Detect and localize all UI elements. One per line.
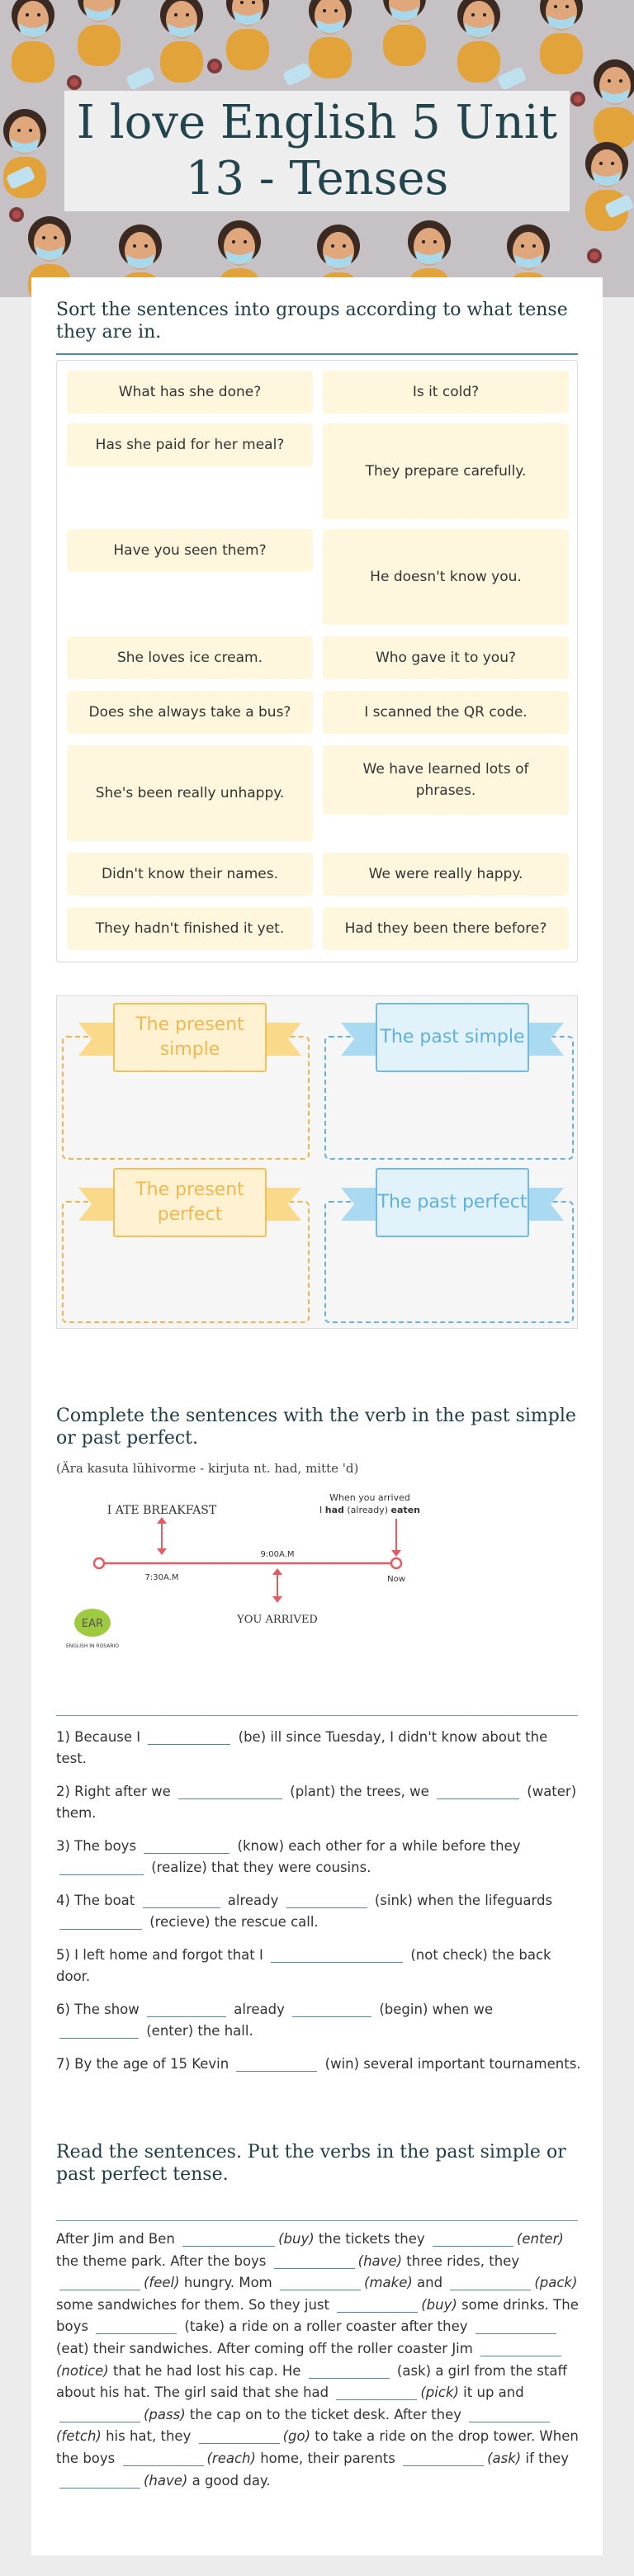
section3-divider <box>56 2220 578 2221</box>
header-banner: I love English 5 Unit 13 - Tenses <box>0 0 634 297</box>
answer-blank[interactable] <box>59 2276 140 2291</box>
timeline-start-point <box>92 1557 106 1570</box>
timeline-now-point <box>390 1557 403 1570</box>
answer-blank[interactable] <box>178 1784 283 1799</box>
answer-blank[interactable] <box>59 1860 144 1875</box>
answer-blank[interactable] <box>59 2474 140 2489</box>
sort-card[interactable]: She loves ice cream. <box>67 636 313 679</box>
answer-blank[interactable] <box>271 1948 404 1963</box>
sort-card[interactable]: Had they been there before? <box>323 907 569 950</box>
sentence-6: 6) The show already (begin) when we (ent… <box>56 2002 494 2039</box>
tense-groups: The present simple The past simple The p… <box>56 995 578 1329</box>
title-box: I love English 5 Unit 13 - Tenses <box>64 91 570 211</box>
past-simple-label: The past simple <box>376 1003 529 1072</box>
answer-blank[interactable] <box>144 1839 230 1854</box>
ribbon-icon <box>341 1188 564 1221</box>
when-you-arrived-label: When you arrived <box>329 1492 410 1503</box>
sort-card[interactable]: Is it cold? <box>323 371 569 414</box>
answer-blank[interactable] <box>182 2232 276 2247</box>
sort-card[interactable]: He doesn't know you. <box>323 529 569 625</box>
time-730-label: 7:30A.M <box>145 1573 179 1582</box>
answer-blank[interactable] <box>59 2408 140 2422</box>
arrow-down-icon <box>272 1596 282 1603</box>
sort-cards-area: What has she done? Is it cold? Has she p… <box>56 360 578 962</box>
sort-card[interactable]: They prepare carefully. <box>323 423 569 519</box>
ate-breakfast-label: I ATE BREAKFAST <box>107 1504 217 1517</box>
answer-blank[interactable] <box>273 2254 355 2269</box>
sentence-5: 5) I left home and forgot that I (not ch… <box>56 1947 551 1984</box>
sort-card[interactable]: Didn't know their names. <box>67 853 313 896</box>
answer-blank[interactable] <box>292 2002 372 2017</box>
answer-blank[interactable] <box>59 1915 142 1930</box>
now-label: Now <box>387 1575 405 1584</box>
ribbon-icon <box>78 1023 301 1056</box>
answer-blank[interactable] <box>432 2232 513 2247</box>
sentence-2: 2) Right after we (plant) the trees, we … <box>56 1784 577 1821</box>
logo-icon <box>74 1609 111 1637</box>
answer-blank[interactable] <box>308 2364 390 2379</box>
section1-instruction: Sort the sentences into groups according… <box>56 300 568 343</box>
arrow-down-icon <box>391 1550 401 1557</box>
answer-blank[interactable] <box>198 2429 280 2445</box>
answer-blank[interactable] <box>286 1893 367 1908</box>
sort-card[interactable]: They hadn't finished it yet. <box>67 907 313 950</box>
sentence-4: 4) The boat already (sink) when the life… <box>56 1893 553 1930</box>
sort-card[interactable]: Does she always take a bus? <box>67 691 313 734</box>
section2-divider <box>56 1715 578 1716</box>
answer-blank[interactable] <box>480 2342 562 2356</box>
sort-card[interactable]: What has she done? <box>67 371 313 414</box>
time-900-label: 9:00A.M <box>261 1550 295 1559</box>
answer-blank[interactable] <box>336 2385 418 2401</box>
sort-card[interactable]: Have you seen them? <box>67 529 313 572</box>
answer-blank[interactable] <box>147 2002 227 2017</box>
had-eaten-label: I had (already) eaten <box>319 1505 420 1515</box>
arrow-up-icon <box>157 1517 167 1524</box>
sort-card[interactable]: I scanned the QR code. <box>323 691 569 734</box>
answer-blank[interactable] <box>59 2024 139 2039</box>
answer-blank[interactable] <box>475 2319 556 2335</box>
section3-paragraph: After Jim and Ben (buy) the tickets they… <box>56 2231 579 2489</box>
arrow-down-icon <box>157 1548 167 1555</box>
answer-blank[interactable] <box>148 1730 231 1745</box>
sort-card[interactable]: Has she paid for her meal? <box>67 423 313 466</box>
ribbon-icon <box>341 1023 564 1056</box>
sentence-1: 1) Because I (be) ill since Tuesday, I d… <box>56 1729 548 1766</box>
answer-blank[interactable] <box>337 2298 419 2313</box>
answer-blank[interactable] <box>96 2319 177 2335</box>
timeline-diagram: I ATE BREAKFAST When you arrived I had (… <box>66 1492 420 1649</box>
sentence-7: 7) By the age of 15 Kevin (win) several … <box>56 2056 581 2072</box>
worksheet: Sort the sentences into groups according… <box>31 277 603 2555</box>
answer-blank[interactable] <box>437 1784 520 1799</box>
sentence-3: 3) The boys (know) each other for a whil… <box>56 1838 521 1875</box>
page-title: I love English 5 Unit 13 - Tenses <box>76 96 558 206</box>
arrow-up-icon <box>272 1568 282 1575</box>
ribbon-icon <box>78 1188 301 1221</box>
present-simple-label: The present simple <box>113 1003 267 1072</box>
answer-blank[interactable] <box>280 2276 362 2291</box>
answer-blank[interactable] <box>469 2408 551 2422</box>
answer-blank[interactable] <box>142 1893 220 1908</box>
sort-card[interactable]: She's been really unhappy. <box>67 745 313 841</box>
present-perfect-label: The present perfect <box>113 1168 267 1237</box>
section1-divider <box>56 353 578 355</box>
past-perfect-label: The past perfect <box>376 1168 529 1237</box>
section3-instruction: Read the sentences. Put the verbs in the… <box>56 2142 566 2185</box>
you-arrived-label: YOU ARRIVED <box>236 1614 318 1626</box>
section2-sentences: 1) Because I (be) ill since Tuesday, I d… <box>56 1727 581 2087</box>
answer-blank[interactable] <box>122 2451 204 2466</box>
logo-caption: ENGLISH IN ROSARIO <box>66 1643 119 1649</box>
section2-instruction: Complete the sentences with the verb in … <box>56 1406 576 1449</box>
sort-card[interactable]: We were really happy. <box>323 853 569 896</box>
answer-blank[interactable] <box>236 2057 318 2072</box>
sort-card[interactable]: We have learned lots of phrases. <box>323 745 569 815</box>
answer-blank[interactable] <box>403 2451 485 2466</box>
section2-note: (Ära kasuta lühivorme - kirjuta nt. had,… <box>56 1461 359 1476</box>
sort-card[interactable]: Who gave it to you? <box>323 636 569 679</box>
logo-text: EAR <box>82 1618 103 1630</box>
answer-blank[interactable] <box>450 2276 532 2291</box>
